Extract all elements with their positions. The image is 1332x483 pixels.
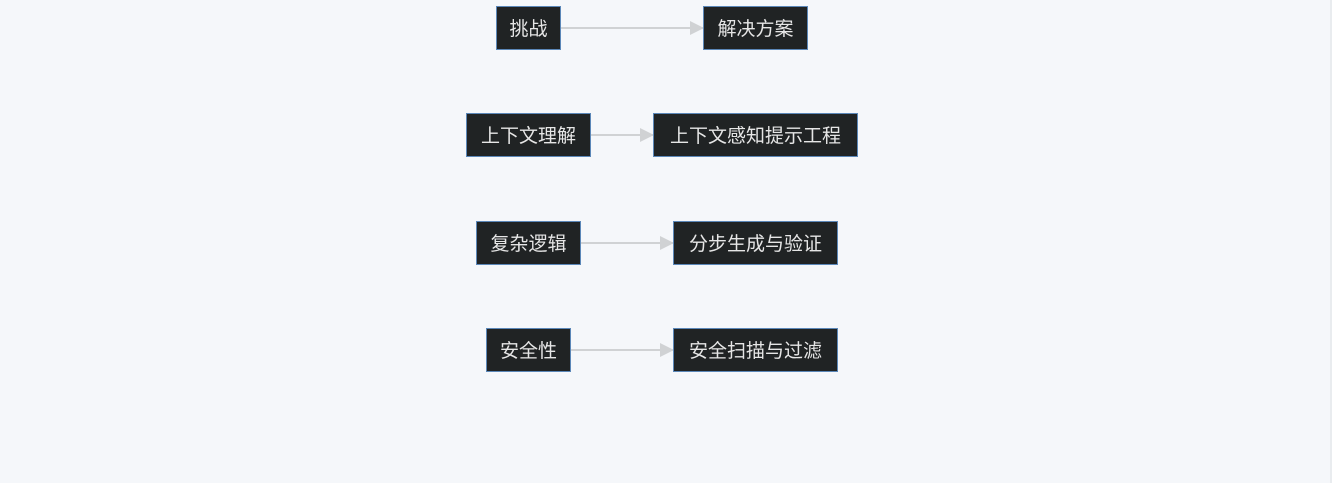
node-security-scanning: 安全扫描与过滤	[673, 328, 838, 372]
node-stepwise-generation: 分步生成与验证	[673, 221, 838, 265]
canvas-right-border	[1330, 0, 1332, 483]
node-challenge: 挑战	[496, 6, 561, 50]
node-context-understanding: 上下文理解	[466, 113, 591, 157]
node-complex-logic: 复杂逻辑	[476, 221, 581, 265]
node-security: 安全性	[486, 328, 571, 372]
node-solution: 解决方案	[703, 6, 808, 50]
node-context-aware-prompting: 上下文感知提示工程	[653, 113, 858, 157]
